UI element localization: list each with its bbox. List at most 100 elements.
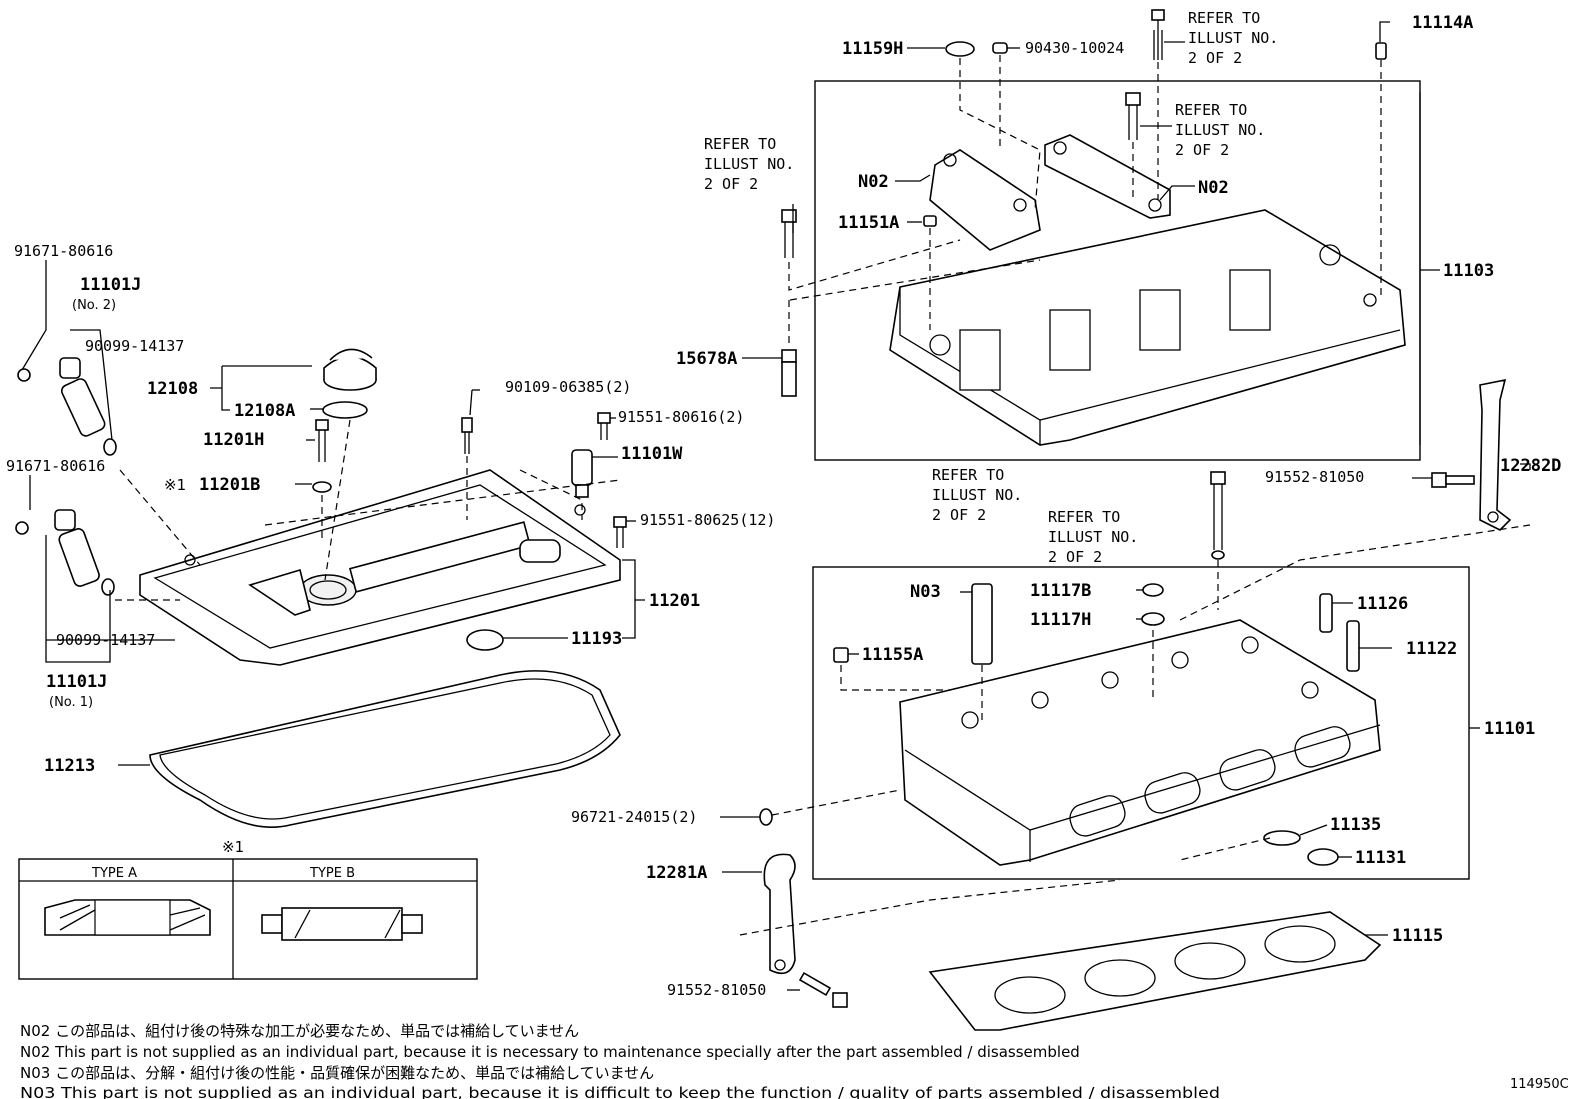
- label-11101J-no2: 11101J: [80, 275, 141, 295]
- plug-11117B: [1142, 583, 1164, 597]
- guide-11122: [1346, 620, 1360, 672]
- pin-11151A: [923, 215, 937, 227]
- cylinder-head-frame: [812, 566, 1470, 880]
- seal-11135: [1263, 830, 1301, 846]
- label-12108A: 12108A: [234, 401, 295, 421]
- label-refer-top-2: ILLUST NO.: [1188, 29, 1278, 47]
- label-11126: 11126: [1357, 594, 1408, 614]
- head-cover-gasket: [149, 670, 621, 828]
- engine-hanger-12282D: [1479, 378, 1512, 531]
- label-no2: (No. 2): [72, 298, 116, 313]
- label-refer-head1-3: 2 OF 2: [932, 506, 986, 524]
- bolt-15678A: [781, 349, 797, 397]
- oil-filler-cap: [323, 348, 377, 391]
- guide-lines-top: [788, 55, 1382, 345]
- label-refer-left-1: REFER TO: [704, 135, 776, 153]
- label-91671-80616-a: 91671-80616: [14, 242, 113, 260]
- label-refer-left-2: ILLUST NO.: [704, 155, 794, 173]
- label-91551-80616: 91551-80616(2): [618, 408, 744, 426]
- label-11101W: 11101W: [621, 444, 683, 464]
- label-12108: 12108: [147, 379, 198, 399]
- oring-96721: [759, 808, 773, 826]
- label-11115: 11115: [1392, 926, 1443, 946]
- bolt-top: [1151, 9, 1165, 60]
- label-N03: N03: [910, 582, 941, 602]
- cylinder-head-illustration: [899, 619, 1381, 866]
- bearing-cap-left: [929, 149, 1041, 251]
- label-refer-head2-2: ILLUST NO.: [1048, 528, 1138, 546]
- label-12281A: 12281A: [646, 863, 707, 883]
- label-90099-14137-b: 90099-14137: [56, 631, 155, 649]
- label-refer-top-1: REFER TO: [1188, 9, 1260, 27]
- cylinder-head-gasket: [928, 911, 1382, 1031]
- leader-lines: [21, 21, 1531, 991]
- bolt-91552-a: [1431, 472, 1475, 488]
- label-11114A: 11114A: [1412, 13, 1473, 33]
- bolt-mid: [1125, 92, 1141, 140]
- label-N02-left: N02: [858, 172, 889, 192]
- bolt-91552-b: [798, 971, 848, 1008]
- label-refer-mid-2: ILLUST NO.: [1175, 121, 1265, 139]
- seal-11131: [1307, 848, 1339, 866]
- label-90430-10024: 90430-10024: [1025, 39, 1124, 57]
- label-refer-head2-1: REFER TO: [1048, 508, 1120, 526]
- bolt-91551-80625: [613, 516, 627, 548]
- part-labels: 11159H 90430-10024 REFER TO ILLUST NO. 2…: [6, 9, 1561, 999]
- bearing-cap-right: [1044, 134, 1171, 219]
- label-11103: 11103: [1443, 261, 1494, 281]
- label-15678A: 15678A: [676, 349, 737, 369]
- label-91671-80616-b: 91671-80616: [6, 457, 105, 475]
- note-2: N02 This part is not supplied as an indi…: [20, 1043, 1080, 1061]
- guide-lines-cover: [115, 419, 621, 601]
- label-11135: 11135: [1330, 815, 1381, 835]
- label-11101: 11101: [1484, 719, 1535, 739]
- label-refer-head2-3: 2 OF 2: [1048, 548, 1102, 566]
- label-11117B: 11117B: [1030, 581, 1091, 601]
- label-refer-head1-1: REFER TO: [932, 466, 1004, 484]
- camshaft-housing-illustration: [889, 209, 1406, 446]
- pin-N03: [971, 583, 993, 665]
- label-refer-top-3: 2 OF 2: [1188, 49, 1242, 67]
- engine-hanger-12281A: [763, 853, 796, 975]
- label-96721-24015: 96721-24015(2): [571, 808, 697, 826]
- label-11131: 11131: [1355, 848, 1406, 868]
- pin-11114A: [1375, 42, 1387, 60]
- note-1: N02 この部品は、組付け後の特殊な加工が必要なため、単品では補給していません: [20, 1022, 579, 1040]
- oil-control-valve-no2: [17, 357, 117, 456]
- label-11201B: 11201B: [199, 475, 260, 495]
- legend-type-a: TYPE A: [91, 866, 137, 881]
- label-91551-80625: 91551-80625(12): [640, 511, 775, 529]
- washer-11201B: [312, 481, 332, 493]
- pin-11155A: [833, 647, 849, 663]
- label-91552-81050-a: 91552-81050: [1265, 468, 1364, 486]
- label-11201: 11201: [649, 591, 700, 611]
- bolt-left: [781, 209, 797, 258]
- cam-sensor-11101W: [571, 449, 593, 498]
- label-refer-left-3: 2 OF 2: [704, 175, 758, 193]
- oil-control-valve-no1: [15, 509, 115, 596]
- plug-11159H: [945, 41, 975, 57]
- label-11193: 11193: [571, 629, 622, 649]
- label-11117H: 11117H: [1030, 610, 1091, 630]
- legend-type-b: TYPE B: [309, 866, 355, 881]
- guide-lines-head: [739, 524, 1531, 936]
- bolt-91551-80616: [597, 412, 611, 440]
- label-11101J-no1: 11101J: [46, 672, 107, 692]
- label-no1: (No. 1): [49, 695, 93, 710]
- cap-gasket-12108A: [322, 401, 368, 419]
- legend-mark: ※1: [222, 838, 244, 856]
- type-b-section: [261, 907, 423, 941]
- label-N02-right: N02: [1198, 178, 1229, 198]
- label-refer-mid-1: REFER TO: [1175, 101, 1247, 119]
- label-11159H: 11159H: [842, 39, 903, 59]
- label-refer-head1-2: ILLUST NO.: [932, 486, 1022, 504]
- cylinder-head-cover-illustration: [139, 469, 621, 666]
- label-refer-mid-3: 2 OF 2: [1175, 141, 1229, 159]
- label-11151A: 11151A: [838, 213, 899, 233]
- pin-90430: [992, 42, 1008, 54]
- plug-seal-11193: [466, 629, 504, 651]
- label-90109-06385: 90109-06385(2): [505, 378, 631, 396]
- label-11201H: 11201H: [203, 430, 264, 450]
- label-12282D: 12282D: [1500, 456, 1561, 476]
